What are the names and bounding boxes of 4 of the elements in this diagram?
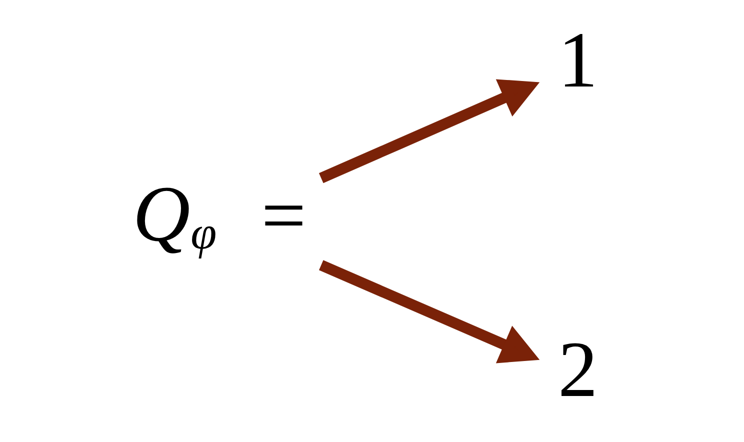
arrow — [318, 79, 540, 184]
node-text: 1 — [557, 16, 598, 105]
arrow — [318, 260, 540, 364]
node-text: 2 — [557, 326, 598, 414]
